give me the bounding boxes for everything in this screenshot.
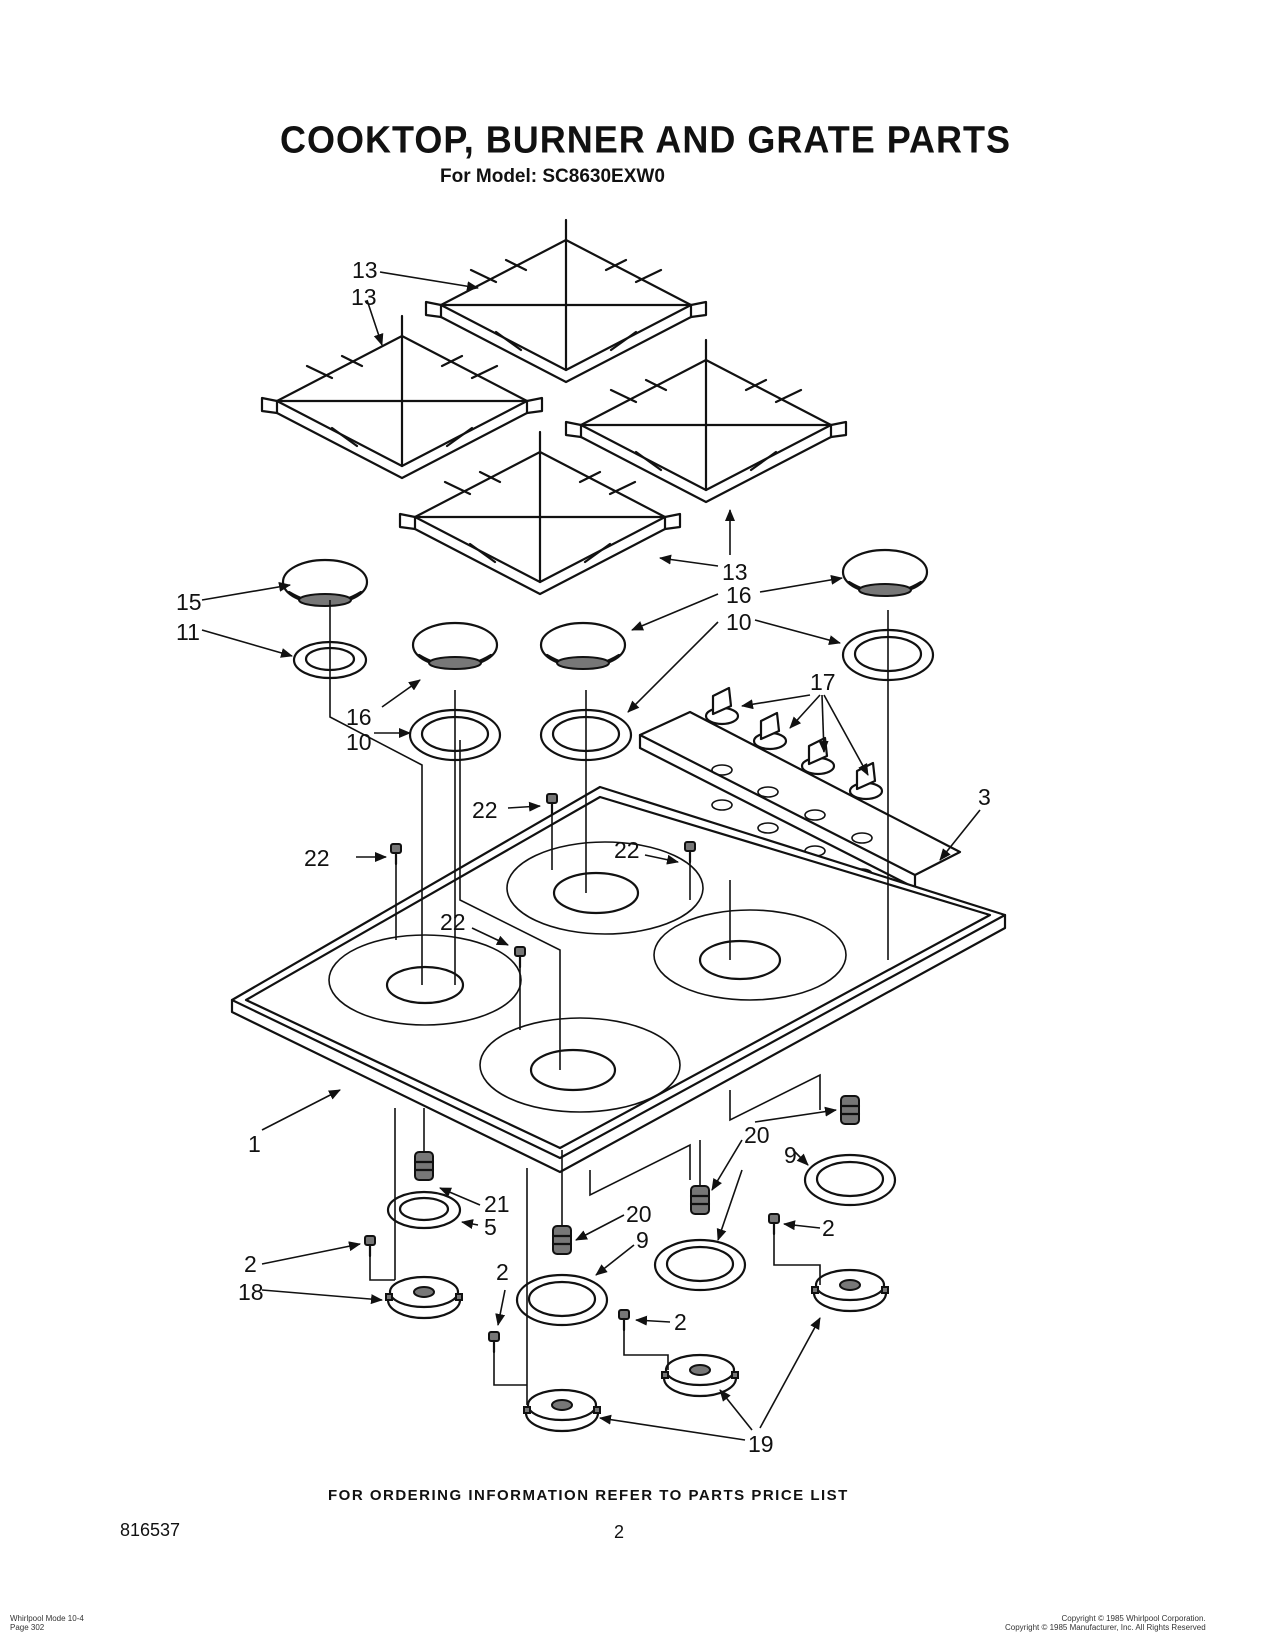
callout-20-a: 20 [744,1122,770,1148]
copyright-notice: Copyright © 1985 Whirlpool Corporation. … [1005,1614,1206,1632]
burner-cap-small [281,558,369,608]
screw-2-a [363,1234,377,1258]
screw-2-c [617,1308,631,1332]
callout-13-c: 13 [722,559,748,585]
callout-18: 18 [238,1279,264,1305]
callout-22-c: 22 [614,837,640,863]
page-title: COOKTOP, BURNER AND GRATE PARTS [280,118,1012,162]
ring-9-b [653,1238,747,1292]
burner-base-19-b [660,1353,740,1398]
screw-22-a [545,792,559,816]
burner-cap-left [411,621,499,671]
ordering-note: FOR ORDERING INFORMATION REFER TO PARTS … [328,1487,849,1504]
grate-left [260,314,544,480]
callout-9-a: 9 [784,1142,797,1168]
model-subtitle: For Model: SC8630EXW0 [440,166,665,187]
orifice-20-a [551,1224,573,1256]
callout-5: 5 [484,1214,497,1240]
page-number: 2 [614,1522,625,1542]
screw-2-d [767,1212,781,1236]
callout-11: 11 [176,619,200,645]
callout-2-b: 2 [496,1259,509,1285]
footer-left-small: Whirlpool Mode 10-4 Page 302 [10,1614,84,1632]
orifice-20-c [839,1094,861,1126]
callout-13-b: 13 [351,284,377,310]
callout-3: 3 [978,784,991,810]
control-knob-2 [752,711,788,751]
grate-rear-center [424,218,708,384]
callout-22-a: 22 [472,797,498,823]
copyright-line-2: Copyright © 1985 Manufacturer, Inc. All … [1005,1623,1206,1632]
grate-right [564,338,848,504]
callout-2-d: 2 [822,1215,835,1241]
cooktop-top [230,785,1007,1174]
copyright-line-1: Copyright © 1985 Whirlpool Corporation. [1061,1614,1206,1623]
leader-arrows [201,271,981,1441]
callout-2-a: 2 [244,1251,257,1277]
callout-10-b: 10 [346,729,372,755]
callout-10-a: 10 [726,609,752,635]
burner-cap-center [539,621,627,671]
orifice-20-b [689,1184,711,1216]
control-panel [638,710,962,877]
burner-base-19-c [810,1268,890,1313]
control-knob-4 [848,761,884,801]
callout-16-a: 16 [726,582,752,608]
callout-16-b: 16 [346,704,372,730]
callout-9-b: 9 [636,1227,649,1253]
assembly-lines [329,600,889,1405]
ring-5 [386,1190,462,1230]
callout-15: 15 [176,589,202,615]
callout-21: 21 [484,1191,510,1217]
burner-cap-right [841,548,929,598]
callout-19: 19 [748,1431,774,1457]
callout-22-d: 22 [440,909,466,935]
orifice-21 [413,1150,435,1182]
control-knob-1 [704,686,740,726]
control-knob-3 [800,736,836,776]
callout-13-a: 13 [352,257,378,283]
footer-left-line-1: Whirlpool Mode 10-4 [10,1614,84,1623]
screw-22-b [389,842,403,866]
footer-left-line-2: Page 302 [10,1623,45,1632]
callout-1: 1 [248,1131,261,1157]
callout-22-b: 22 [304,845,330,871]
callout-20-b: 20 [626,1201,652,1227]
document-number: 816537 [120,1520,181,1540]
ring-9-a [515,1273,609,1327]
callout-2-c: 2 [674,1309,687,1335]
callout-17: 17 [810,669,836,695]
burner-base-19-a [522,1388,602,1433]
burner-base-18 [384,1275,464,1320]
ring-9-c [803,1153,897,1207]
screw-2-b [487,1330,501,1354]
